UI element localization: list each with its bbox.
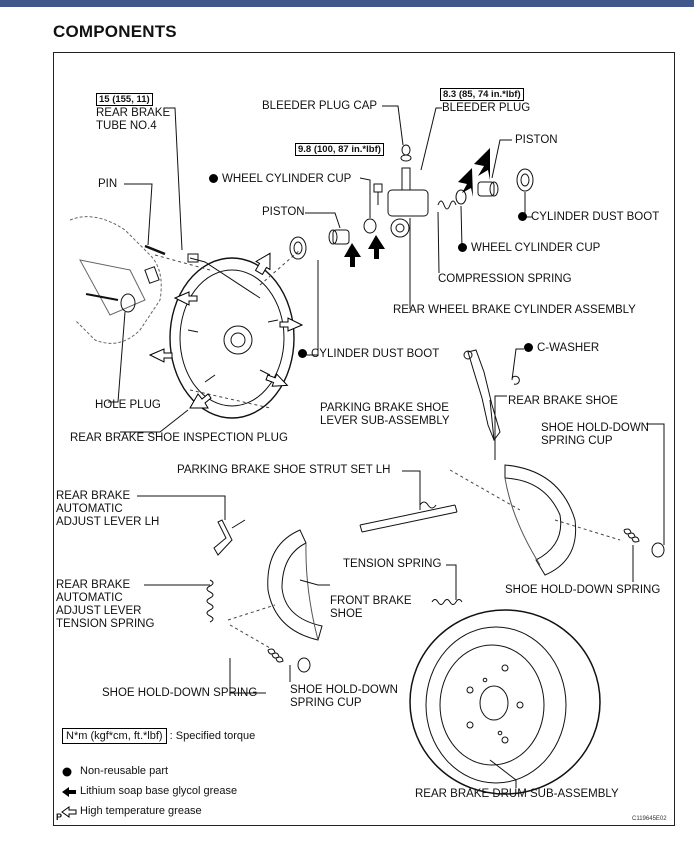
label-c-washer: C-WASHER: [524, 342, 599, 355]
legend-white-arrow-icon: [61, 806, 77, 818]
hold-down-spring-left: [267, 648, 284, 663]
corner-mark: P: [56, 812, 63, 822]
torque-spec-bleeder-plug: 8.3 (85, 74 in.*lbf): [440, 88, 524, 101]
backing-plate: [169, 257, 295, 419]
label-pin: PIN: [98, 178, 118, 190]
torque-spec-brake-tube: 15 (155, 11): [96, 93, 153, 106]
label-adjust-lever-tension-spring: REAR BRAKE AUTOMATIC ADJUST LEVER TENSIO…: [56, 579, 155, 630]
auto-adjust-lever: [213, 519, 233, 556]
piston-right: [477, 181, 499, 197]
dust-boot-right: [516, 168, 534, 192]
wheel-cylinder-cup-left: [363, 218, 377, 234]
tension-spring: [431, 599, 463, 605]
rear-brake-shoe: [504, 464, 577, 576]
legend-dot-icon: [62, 767, 72, 777]
legend-high-temp-grease: High temperature grease: [80, 805, 202, 817]
adjust-lever-spring: [206, 579, 214, 623]
hold-down-cup-left: [297, 657, 311, 673]
brake-drum: [409, 609, 601, 795]
compression-spring: [437, 200, 457, 210]
hold-down-cup-right: [651, 542, 665, 558]
label-rear-brake-tube: REAR BRAKE TUBE NO.4: [96, 107, 171, 132]
legend-torque: N*m (kgf*cm, ft.*lbf) : Specified torque: [62, 728, 256, 744]
label-hole-plug: HOLE PLUG: [95, 399, 161, 411]
brake-tube: [189, 257, 261, 299]
page-title: COMPONENTS: [53, 22, 177, 41]
label-rear-wheel-brake-cylinder-assembly: REAR WHEEL BRAKE CYLINDER ASSEMBLY: [393, 304, 636, 316]
label-shoe-hold-down-spring-cup-left: SHOE HOLD-DOWN SPRING CUP: [290, 684, 398, 709]
label-front-brake-shoe: FRONT BRAKE SHOE: [330, 595, 412, 620]
label-cylinder-dust-boot-right: CYLINDER DUST BOOT: [518, 211, 659, 224]
label-piston-left: PISTON: [262, 206, 305, 218]
label-rear-brake-shoe-inspection-plug: REAR BRAKE SHOE INSPECTION PLUG: [70, 432, 288, 444]
label-bleeder-plug-cap: BLEEDER PLUG CAP: [262, 100, 378, 112]
legend-black-arrow-icon: [62, 787, 76, 797]
axle-carrier: [69, 216, 162, 344]
label-piston-right: PISTON: [515, 134, 558, 146]
wheel-cylinder-body: [387, 144, 429, 238]
label-tension-spring: TENSION SPRING: [343, 558, 442, 570]
label-bleeder-plug: BLEEDER PLUG: [442, 102, 531, 114]
label-shoe-hold-down-spring-left: SHOE HOLD-DOWN SPRING: [102, 687, 258, 699]
label-wheel-cylinder-cup-left: WHEEL CYLINDER CUP: [209, 173, 351, 186]
figure-code: C119645E02: [632, 816, 667, 822]
label-rear-brake-drum: REAR BRAKE DRUM SUB-ASSEMBLY: [415, 788, 619, 800]
label-rear-brake-auto-adjust-lever: REAR BRAKE AUTOMATIC ADJUST LEVER LH: [56, 490, 160, 528]
non-reusable-dot-icon: [458, 243, 467, 252]
diagram-frame: [53, 52, 675, 826]
non-reusable-dot-icon: [518, 212, 527, 221]
hold-down-spring-right: [623, 528, 640, 543]
non-reusable-dot-icon: [209, 174, 218, 183]
torque-spec-wheel-cylinder: 9.8 (100, 87 in.*lbf): [295, 143, 384, 156]
non-reusable-dot-icon: [298, 349, 307, 358]
label-parking-brake-shoe-lever: PARKING BRAKE SHOE LEVER SUB-ASSEMBLY: [320, 402, 450, 427]
non-reusable-dot-icon: [524, 343, 533, 352]
parking-brake-strut: [359, 504, 458, 533]
label-shoe-hold-down-spring-right: SHOE HOLD-DOWN SPRING: [505, 584, 661, 596]
wheel-cylinder-cup-right: [455, 189, 467, 205]
label-parking-brake-shoe-strut-set: PARKING BRAKE SHOE STRUT SET LH: [177, 464, 391, 476]
legend-lithium-grease: Lithium soap base glycol grease: [80, 785, 238, 797]
legend-torque-unit: N*m (kgf*cm, ft.*lbf): [62, 728, 167, 744]
legend-torque-desc: : Specified torque: [169, 730, 256, 742]
piston-left: [328, 229, 350, 245]
label-wheel-cylinder-cup-right: WHEEL CYLINDER CUP: [458, 242, 600, 255]
label-shoe-hold-down-spring-cup-right: SHOE HOLD-DOWN SPRING CUP: [541, 422, 649, 447]
dust-boot-left: [289, 236, 307, 260]
label-rear-brake-shoe: REAR BRAKE SHOE: [508, 395, 618, 407]
top-bar: [0, 0, 694, 7]
parking-brake-lever: [467, 349, 501, 442]
label-cylinder-dust-boot-left: CYLINDER DUST BOOT: [298, 348, 439, 361]
legend-non-reusable: Non-reusable part: [80, 765, 169, 777]
label-compression-spring: COMPRESSION SPRING: [438, 273, 572, 285]
